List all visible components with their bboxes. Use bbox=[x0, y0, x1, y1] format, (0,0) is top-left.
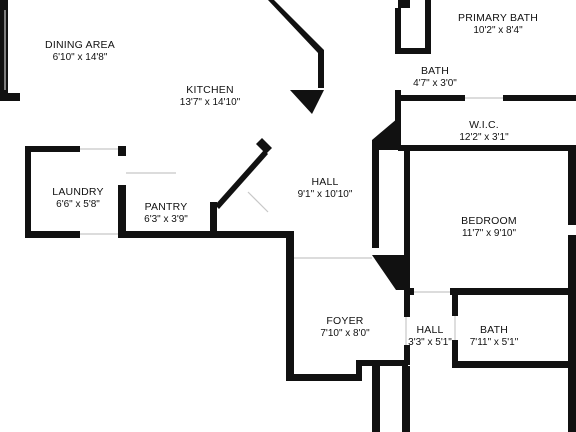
doors-openings bbox=[4, 10, 503, 345]
